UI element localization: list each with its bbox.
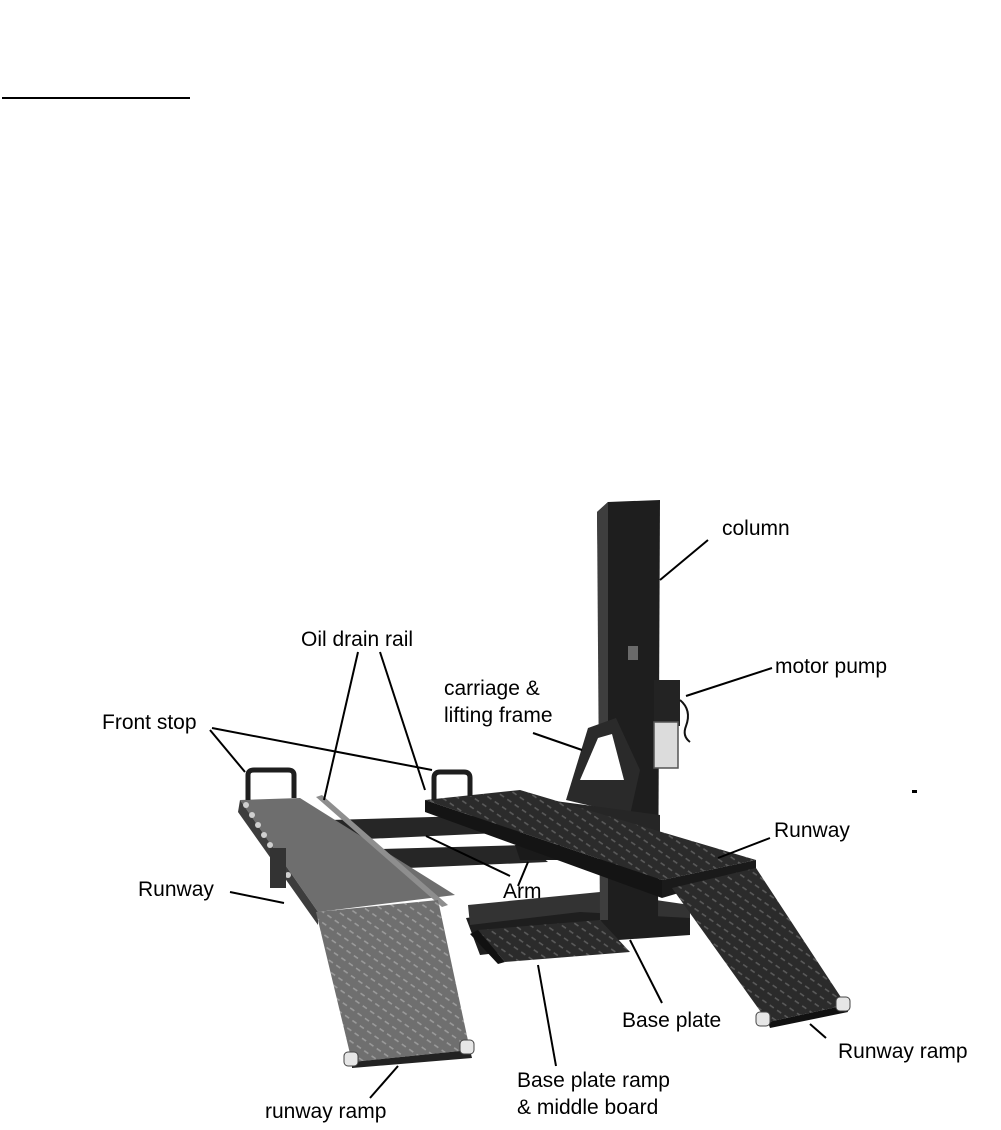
label-front-stop: Front stop	[102, 711, 197, 734]
label-carriage-line2: lifting frame	[444, 704, 553, 727]
label-base-plate: Base plate	[622, 1009, 722, 1032]
runway-ramp-left	[316, 900, 475, 1068]
label-runway-ramp-left: runway ramp	[265, 1100, 387, 1123]
base-plate-ramp	[470, 920, 630, 964]
label-base-plate-ramp-line1: Base plate ramp	[517, 1069, 670, 1092]
runway-ramp-right	[672, 868, 851, 1028]
label-runway-left: Runway	[138, 878, 214, 901]
label-arm: Arm	[503, 880, 542, 903]
front-stop-right	[431, 769, 473, 800]
front-stop-left	[245, 767, 297, 800]
motor-pump	[653, 680, 691, 769]
header-rule	[2, 97, 190, 99]
label-column: column	[722, 517, 790, 540]
label-runway-ramp-right: Runway ramp	[838, 1040, 968, 1063]
label-oil-drain-rail: Oil drain rail	[301, 628, 414, 651]
label-base-plate-ramp-line2: & middle board	[517, 1096, 659, 1119]
stray-mark	[912, 790, 917, 793]
leader-lines	[209, 539, 827, 1099]
label-motor-pump: motor pump	[775, 655, 888, 678]
label-runway-right: Runway	[774, 819, 850, 842]
label-carriage-line1: carriage &	[444, 677, 540, 700]
runway-left	[238, 798, 455, 925]
oil-drain-rail	[316, 795, 448, 907]
